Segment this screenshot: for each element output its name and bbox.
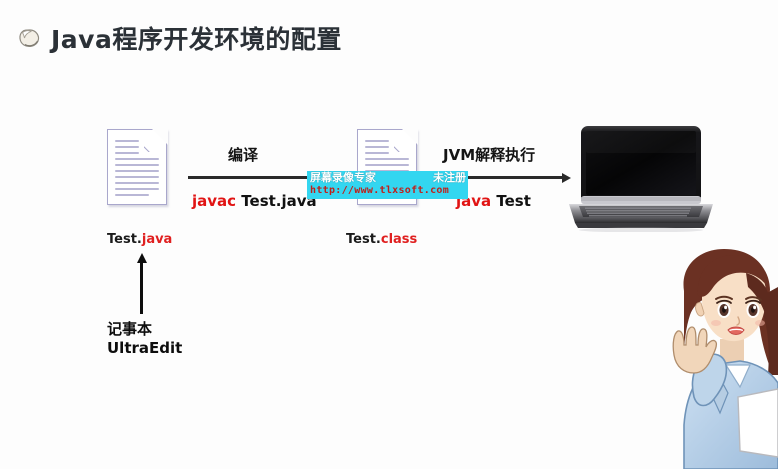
run-command-black: Test: [496, 192, 531, 210]
compile-caption: 编译: [228, 146, 259, 164]
label-test-java-base: Test.: [107, 232, 142, 247]
watermark-status: 未注册: [433, 171, 466, 184]
compile-command-black: Test.java: [241, 192, 317, 210]
label-test-class-ext: class: [380, 232, 418, 247]
label-test-class-base: Test.: [346, 232, 381, 247]
watermark-title: 屏幕录像专家: [310, 171, 376, 184]
document-icon-source: [107, 128, 168, 205]
arrow-up-icon-editor: [136, 253, 147, 314]
document-lines: [115, 140, 159, 196]
page-title-text: Java程序开发环境的配置: [51, 25, 342, 54]
arrow-right-icon-run: [430, 172, 571, 183]
compile-command: javac Test.java: [192, 192, 317, 210]
laptop-icon: [565, 124, 717, 233]
document-fold-edge: [144, 128, 168, 152]
page-title: Java程序开发环境的配置: [16, 20, 342, 56]
screen-recorder-watermark: 屏幕录像专家 未注册 http://www.tlxsoft.com: [307, 171, 468, 199]
label-test-java: Test.java: [107, 232, 172, 247]
document-fold-edge: [394, 128, 418, 152]
watermark-line-1: 屏幕录像专家 未注册: [310, 172, 466, 183]
waving-woman-illustration: [628, 247, 778, 469]
label-test-class: Test.class: [346, 232, 417, 247]
leaf-shield-icon: [16, 26, 42, 50]
watermark-url: http://www.tlxsoft.com: [310, 185, 450, 196]
editor-tools-label: 记事本 UltraEdit: [107, 320, 182, 358]
label-test-java-ext: java: [141, 232, 173, 247]
editor-tool-ultraedit: UltraEdit: [107, 338, 183, 357]
editor-tool-notepad: 记事本: [107, 320, 153, 338]
run-caption: JVM解释执行: [443, 146, 536, 164]
compile-command-red: javac: [192, 192, 242, 210]
